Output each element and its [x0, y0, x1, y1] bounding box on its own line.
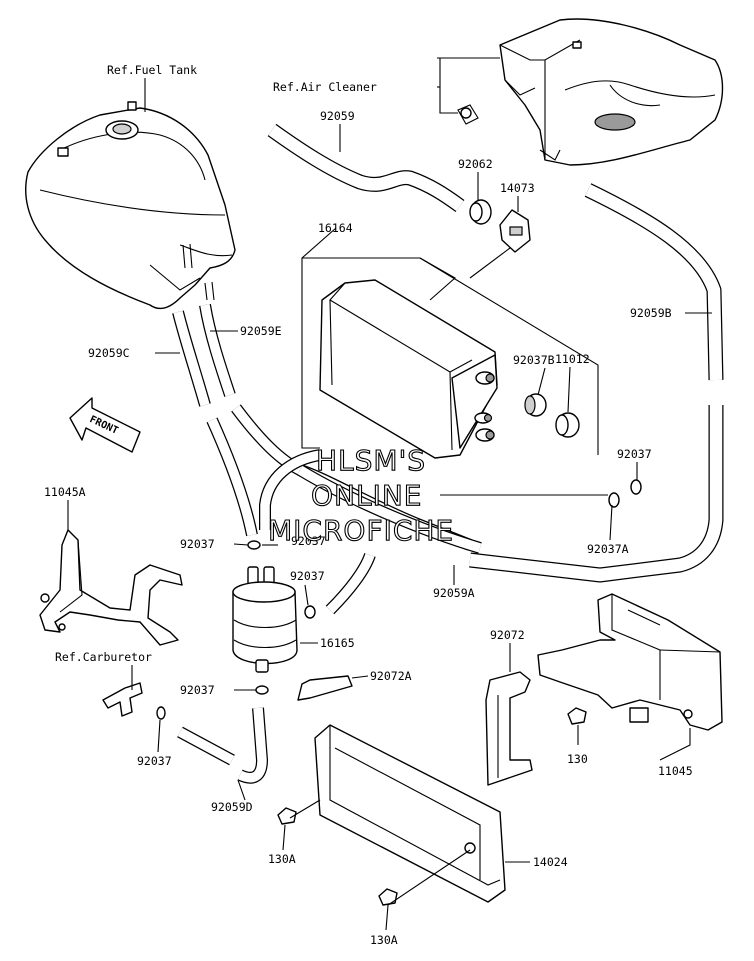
- label-130A-2: 130A: [370, 933, 398, 947]
- canister-ports: [474, 371, 495, 442]
- t-joint: [102, 682, 143, 717]
- label-92059E: 92059E: [240, 324, 282, 338]
- hose-92059D: [177, 707, 268, 784]
- label-11045: 11045: [658, 764, 693, 778]
- label-92072A: 92072A: [370, 669, 412, 683]
- watermark-line-3: MICROFICHE: [268, 514, 454, 547]
- part-labels: Ref.Fuel Tank Ref.Air Cleaner Ref.Carbur…: [44, 63, 693, 947]
- hose-92059: [267, 123, 465, 213]
- bracket-11045A: [39, 529, 183, 646]
- label-16164: 16164: [318, 221, 353, 235]
- label-16165: 16165: [320, 636, 355, 650]
- ref-air-cleaner-label: Ref.Air Cleaner: [273, 80, 377, 94]
- cap-92037B: [524, 393, 547, 417]
- front-arrow: FRONT: [69, 397, 141, 453]
- label-92037-lower: 92037: [180, 683, 215, 697]
- label-92059C: 92059C: [88, 346, 130, 360]
- label-11045A: 11045A: [44, 485, 86, 499]
- label-92037B: 92037B: [513, 353, 555, 367]
- label-92037-hose: 92037: [290, 569, 325, 583]
- bracket-92072: [485, 671, 533, 786]
- label-92059A: 92059A: [433, 586, 475, 600]
- bolt-130A-2: [378, 888, 398, 906]
- hose-small-fuel: [325, 552, 376, 615]
- watermark-line-2: ONLINE: [311, 479, 422, 512]
- label-130A-1: 130A: [268, 852, 296, 866]
- joint-92062: [469, 199, 492, 225]
- label-11012: 11012: [555, 352, 590, 366]
- fuel-tank: [25, 101, 236, 310]
- bracket-11045: [537, 593, 723, 731]
- bolt-130: [567, 707, 587, 725]
- leader-lines: [67, 57, 712, 931]
- label-92037-pump-left: 92037: [180, 537, 215, 551]
- label-92062: 92062: [458, 157, 493, 171]
- ref-carburetor-label: Ref.Carburetor: [55, 650, 152, 664]
- label-14073: 14073: [500, 181, 535, 195]
- label-92072: 92072: [490, 628, 525, 642]
- watermark-line-1: HLSM'S: [316, 444, 426, 477]
- air-cleaner: [457, 18, 724, 166]
- plate-14024: [314, 724, 506, 903]
- bolt-130A-1: [277, 807, 297, 825]
- canister-16164: [319, 279, 498, 459]
- clips-92037: [156, 479, 642, 720]
- label-92059D: 92059D: [211, 800, 253, 814]
- label-14024: 14024: [533, 855, 568, 869]
- fuel-pump-16165: [232, 566, 298, 673]
- label-92037-right: 92037: [617, 447, 652, 461]
- hose-92059A: [259, 449, 482, 554]
- label-130: 130: [567, 752, 588, 766]
- cap-11012: [555, 412, 580, 438]
- label-92037A: 92037A: [587, 542, 629, 556]
- label-92059: 92059: [320, 109, 355, 123]
- ref-fuel-tank-label: Ref.Fuel Tank: [107, 63, 197, 77]
- label-92059B: 92059B: [630, 306, 672, 320]
- clamp-14073: [499, 209, 531, 253]
- hose-92059B: [469, 183, 724, 583]
- label-92037-carb: 92037: [137, 754, 172, 768]
- watermark: HLSM'S ONLINE MICROFICHE: [267, 443, 454, 547]
- clamp-92072A: [297, 675, 353, 701]
- label-92037-pump-right: 92037: [291, 534, 326, 548]
